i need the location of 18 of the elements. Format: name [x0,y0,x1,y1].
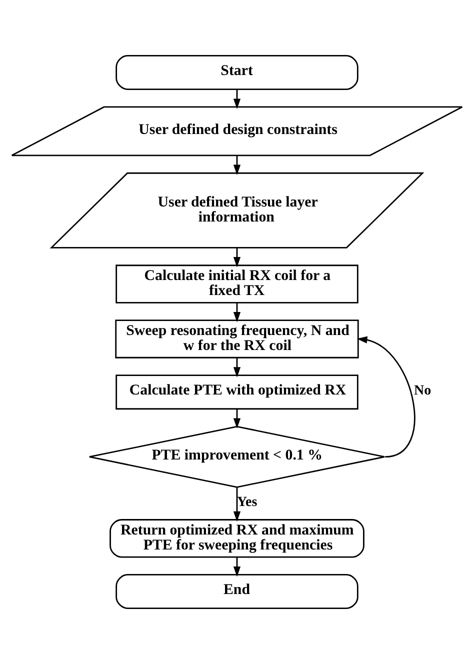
arrow [233,486,241,522]
node-box: Calculate initial RX coil for a fixed TX [116,264,358,303]
edge-label: Yes [236,494,258,510]
arrow [356,336,416,458]
edge-label: No [414,382,432,398]
arrow [233,556,241,576]
node-box: Sweep resonating frequency, N and w for the RX coil [115,319,359,358]
node-diamond: PTE improvement < 0.1 % [88,425,386,488]
arrow [233,302,241,322]
arrow [233,357,241,377]
node-box: Calculate PTE with optimized RX [116,374,358,410]
arrow [233,408,241,428]
node-box: Start [116,54,358,90]
arrow [233,248,241,267]
node-box: End [116,574,358,608]
node-box: Return optimized RX and maximum PTE for sweeping frequencies [110,518,364,558]
arrow [233,89,241,108]
arrow [233,155,241,174]
